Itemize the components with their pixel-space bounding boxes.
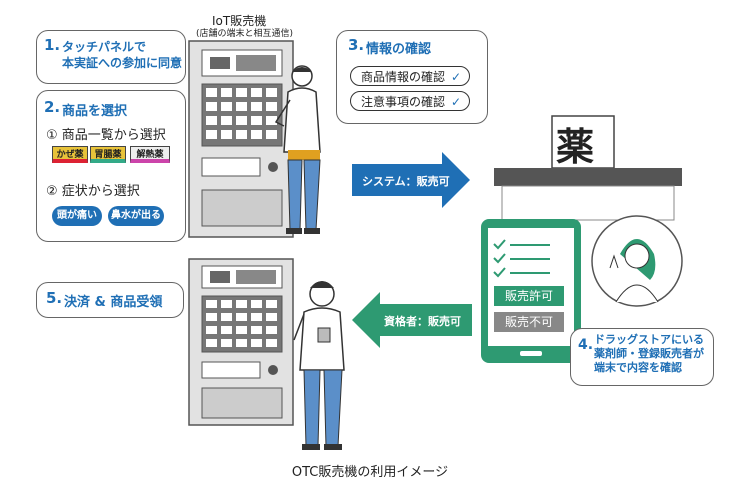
checkmark-icon: ✓ bbox=[450, 95, 461, 109]
tag-fever-medicine: 解熱薬 bbox=[130, 146, 170, 163]
step5-bubble bbox=[36, 282, 184, 318]
check-product-info-label: 商品情報の確認 bbox=[361, 70, 446, 84]
step5-title: 決済 & 商品受領 bbox=[64, 295, 163, 310]
arrow-left bbox=[352, 292, 472, 348]
drugstore-building bbox=[494, 115, 682, 221]
arrow-right-label: システム：販売可 bbox=[362, 175, 450, 188]
step5-number: 5. bbox=[46, 289, 63, 307]
tablet-allow-button: 販売許可 bbox=[494, 286, 564, 306]
step1-bubble bbox=[36, 30, 186, 84]
tag-cold-medicine: かぜ薬 bbox=[52, 146, 88, 163]
step4-line1: ドラッグストアにいる bbox=[594, 333, 704, 346]
checkmark-icon: ✓ bbox=[450, 70, 461, 84]
step3-title: 情報の確認 bbox=[366, 42, 432, 57]
step4-number: 4. bbox=[578, 337, 594, 353]
customer-figure-bottom bbox=[293, 281, 345, 450]
figure-caption: OTC販売機の利用イメージ bbox=[291, 465, 449, 480]
step4-bubble bbox=[570, 328, 714, 386]
step4-line3: 端末で内容を確認 bbox=[594, 361, 682, 374]
symptom-headache: 頭が痛い bbox=[52, 206, 102, 226]
tag-stomach-medicine: 胃腸薬 bbox=[90, 146, 126, 163]
step1-line1: タッチパネルで bbox=[62, 40, 147, 54]
pharmacist-avatar bbox=[591, 215, 683, 307]
step2-option2: ② 症状から選択 bbox=[46, 184, 140, 199]
arrow-left-label: 資格者：販売可 bbox=[384, 315, 461, 328]
step2-number: 2. bbox=[44, 98, 61, 116]
check-precautions: 注意事項の確認 ✓ bbox=[350, 91, 470, 111]
symptom-runny-nose: 鼻水が出る bbox=[108, 206, 164, 226]
step3-number: 3. bbox=[348, 36, 365, 54]
customer-figure-top bbox=[274, 65, 321, 234]
check-precautions-label: 注意事項の確認 bbox=[361, 95, 446, 109]
step1-line2: 本実証への参加に同意 bbox=[62, 56, 183, 70]
step4-line2: 薬剤師・登録販売者が bbox=[594, 347, 704, 360]
vending-machine-bottom bbox=[188, 258, 294, 426]
machine-subtitle: (店舗の端末と相互通信) bbox=[196, 29, 294, 39]
step2-option1: ① 商品一覧から選択 bbox=[46, 128, 166, 143]
machine-title: IoT販売機 bbox=[212, 14, 267, 28]
tablet-deny-button: 販売不可 bbox=[494, 312, 564, 332]
arrow-right bbox=[352, 152, 470, 208]
step1-number: 1. bbox=[44, 36, 61, 54]
step2-title: 商品を選択 bbox=[62, 104, 128, 119]
store-kanji-sign: 薬 bbox=[556, 125, 595, 169]
check-product-info: 商品情報の確認 ✓ bbox=[350, 66, 470, 86]
